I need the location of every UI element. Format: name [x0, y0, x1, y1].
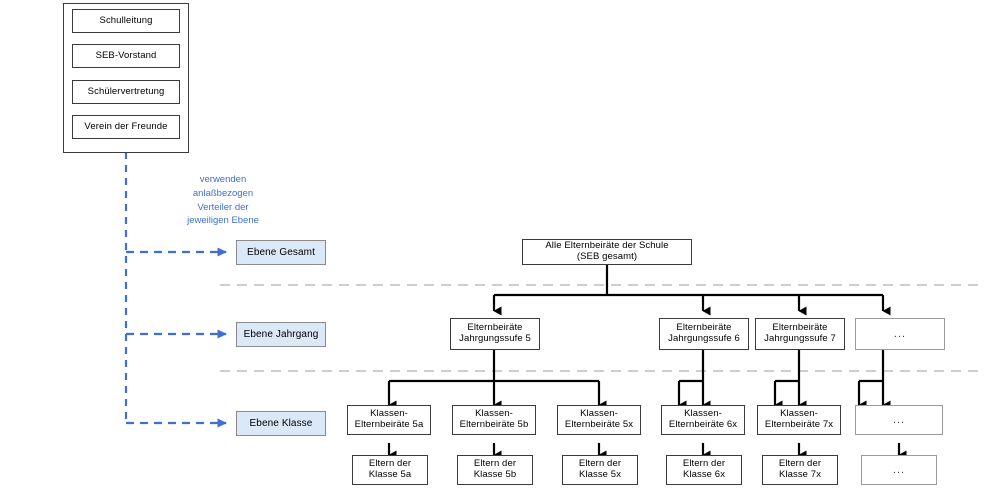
jahrgang-node-more[interactable]: ... [855, 318, 945, 350]
stakeholder-box-seb-vorstand[interactable]: SEB-Vorstand [72, 44, 180, 68]
stakeholder-box-schuelervertretung[interactable]: Schülervertretung [72, 80, 180, 104]
klasse-node-5b[interactable]: Klassen- Elternbeiräte 5b [452, 405, 536, 435]
level-box-ebene-klasse[interactable]: Ebene Klasse [236, 411, 326, 436]
eltern-node-more[interactable]: ... [861, 455, 937, 485]
eltern-node-5a[interactable]: Eltern der Klasse 5a [352, 455, 428, 485]
blue-distribution-connectors [124, 152, 227, 428]
level-separator-lines [220, 284, 978, 372]
level-box-ebene-gesamt[interactable]: Ebene Gesamt [236, 240, 326, 265]
hierarchy-connectors [387, 264, 907, 460]
eltern-node-7x[interactable]: Eltern der Klasse 7x [762, 455, 838, 485]
jahrgang-node-5[interactable]: Elternbeiräte Jahrgungssufe 5 [450, 318, 540, 350]
distribution-annotation: verwenden anlaßbezogen Verteiler der jew… [187, 174, 259, 227]
level-box-ebene-jahrgang[interactable]: Ebene Jahrgang [236, 322, 326, 347]
klasse-node-5x[interactable]: Klassen- Elternbeiräte 5x [557, 405, 641, 435]
eltern-node-5b[interactable]: Eltern der Klasse 5b [457, 455, 533, 485]
eltern-node-6x[interactable]: Eltern der Klasse 6x [666, 455, 742, 485]
jahrgang-node-7[interactable]: Elternbeiräte Jahrgungssufe 7 [755, 318, 845, 350]
root-node-seb-gesamt[interactable]: Alle Elternbeiräte der Schule (SEB gesam… [522, 239, 692, 265]
stakeholder-box-schulleitung[interactable]: Schulleitung [72, 9, 180, 33]
eltern-node-5x[interactable]: Eltern der Klasse 5x [562, 455, 638, 485]
klasse-node-more[interactable]: ... [855, 405, 943, 435]
jahrgang-node-6[interactable]: Elternbeiräte Jahrgungssufe 6 [659, 318, 749, 350]
klasse-node-5a[interactable]: Klassen- Elternbeiräte 5a [347, 405, 431, 435]
stakeholder-box-verein-der-freunde[interactable]: Verein der Freunde [72, 115, 180, 139]
klasse-node-6x[interactable]: Klassen- Elternbeiräte 6x [661, 405, 745, 435]
klasse-node-7x[interactable]: Klassen- Elternbeiräte 7x [757, 405, 841, 435]
